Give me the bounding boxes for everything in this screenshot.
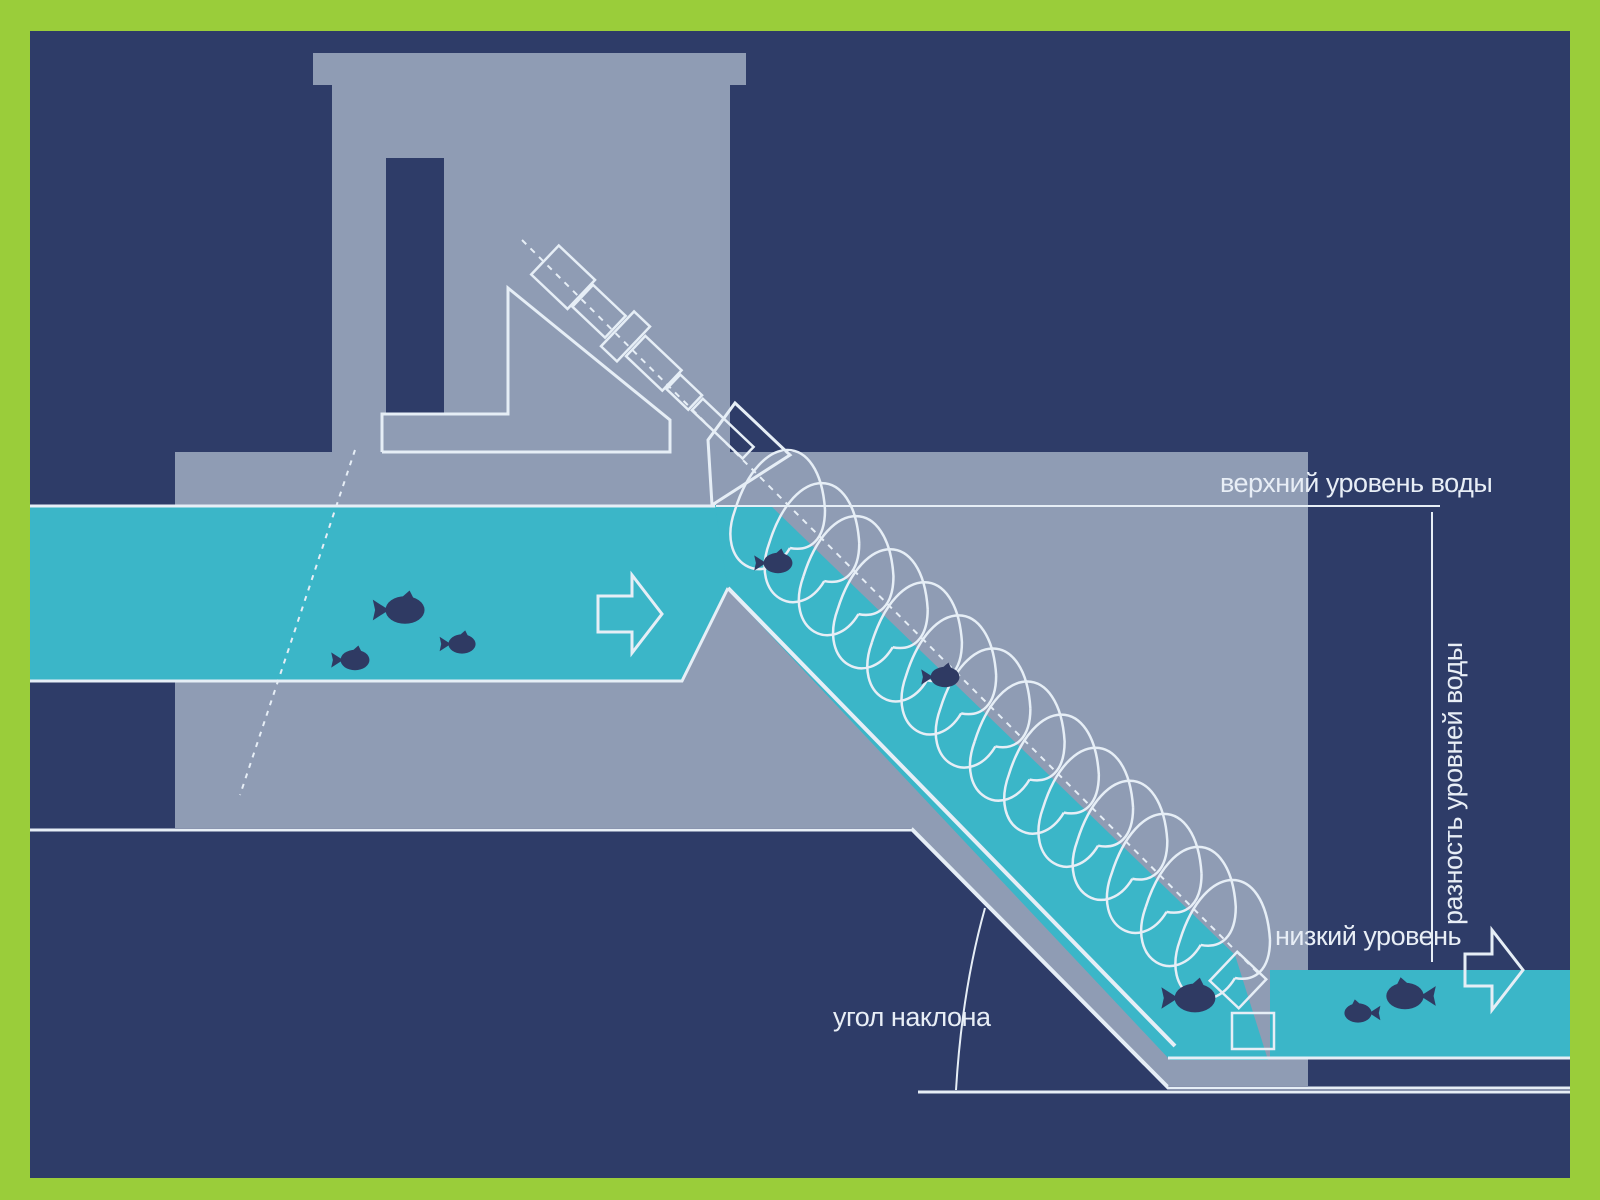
lower-level-label: низкий уровень [1275,921,1461,951]
motor-platform [380,284,672,454]
inclination-angle-label: угол наклона [833,1002,992,1032]
upper-channel-bottom [30,587,730,683]
drive-gearbox [529,243,756,461]
screw-turn [1105,812,1203,934]
screw-turn [1071,779,1169,901]
level-difference-label: разность уровней воды [1438,642,1468,925]
screw-helix [729,449,1272,1001]
screw-turn [1139,845,1238,968]
upper-channel-water [30,505,728,681]
screw-axis [521,239,1261,976]
embankment-line [911,827,1169,1087]
fish-icon [372,590,425,624]
screw-turn [1037,746,1135,868]
trough-water [715,505,1268,1060]
flow-arrow-icon [596,570,664,658]
building-roof [313,53,746,85]
lower-bearing [1207,949,1276,1051]
screw-turn [900,614,998,736]
lower-channel-water [1270,970,1570,1058]
fish-icon [1161,977,1216,1013]
fish-icon [439,630,476,654]
fish-icon [754,548,793,574]
screw-turn [797,515,895,637]
screw-turn [1002,713,1101,835]
screw-turn [968,680,1066,802]
fish-icon [1386,977,1436,1010]
fish-icon [921,662,960,688]
ground-line [30,828,1570,1090]
flow-arrow-icon [1463,925,1525,1015]
fish-icon [1344,999,1381,1023]
screw-cone [706,400,793,508]
trough-wall [726,586,1177,1048]
fish-icon [331,645,370,671]
upper-level-label: верхний уровень воды [1220,468,1492,498]
screw-turn [831,548,929,670]
angle-arc [955,907,986,1091]
building-window [386,158,444,414]
